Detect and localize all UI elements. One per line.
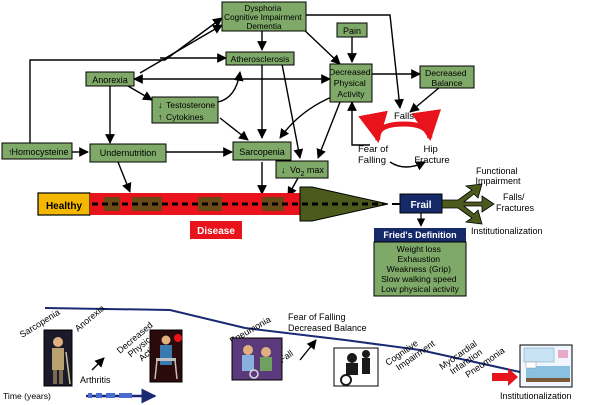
svg-text:Undernutrition: Undernutrition bbox=[100, 148, 157, 158]
falls-cycle-black-arc bbox=[389, 161, 426, 171]
frieds-title: Fried's Definition bbox=[383, 230, 456, 240]
svg-text:Testosterone Cytokines: Testosterone Cytokines bbox=[166, 100, 218, 122]
red-end-arrow bbox=[508, 368, 518, 386]
timeline: Time (years) Sarcopenia Anorexia Decreas… bbox=[3, 303, 573, 404]
old-man-icon bbox=[43, 329, 73, 387]
progression-bar: Healthy Disease Frail bbox=[37, 183, 495, 239]
svg-text:Atherosclerosis: Atherosclerosis bbox=[231, 54, 290, 64]
arrow-dpa-vo2 bbox=[316, 101, 341, 159]
arrow-dysphoria-dpa bbox=[299, 25, 341, 65]
node-undernutrition: Undernutrition bbox=[89, 143, 167, 163]
frail-label: Frail bbox=[410, 200, 431, 211]
falls-label: Falls bbox=[394, 111, 414, 122]
up-arrow-icon: ↑ bbox=[8, 147, 13, 157]
falls-cycle-red-arc bbox=[358, 109, 442, 143]
connectors bbox=[29, 14, 441, 197]
outcome-branch-arrows bbox=[441, 183, 495, 225]
arrow-anorexia-dysphoria bbox=[139, 24, 223, 74]
disease-box bbox=[190, 221, 242, 239]
functional-impairment-label: Functional Impairment bbox=[475, 166, 521, 186]
node-pain: Pain bbox=[336, 22, 368, 38]
svg-text:Homocysteine: Homocysteine bbox=[11, 147, 68, 157]
arrow-dpa-sarcopenia bbox=[279, 95, 335, 139]
tl-institutionalization: Institutionalization bbox=[500, 391, 572, 401]
node-vo2max: ↓ Vo2 max bbox=[275, 160, 329, 179]
tl-myocardial-infarction: Myocardial Infarction bbox=[437, 337, 486, 380]
healthy-label: Healthy bbox=[46, 201, 83, 212]
down-arrow-icon: ↓ bbox=[158, 100, 163, 110]
wheelchair-icon bbox=[231, 337, 283, 381]
svg-text:Sarcopenia: Sarcopenia bbox=[239, 147, 285, 157]
frieds-definition: Fried's Definition Weight loss Exhaustio… bbox=[373, 213, 467, 297]
fear-of-falling-label: Fear of Falling bbox=[358, 144, 391, 166]
disease-label: Disease bbox=[197, 226, 235, 237]
arrow-dysphoria-falls bbox=[306, 14, 404, 109]
arrow-testo-ath bbox=[217, 71, 244, 103]
down-arrow-icon: ↓ bbox=[281, 165, 286, 175]
frieds-title-box bbox=[374, 228, 466, 242]
time-axis-label: Time (years) bbox=[3, 391, 51, 401]
svg-text:Vo2 max: Vo2 max bbox=[290, 165, 324, 178]
node-dysphoria: Dysphoria Cognitive Impairment Dementia bbox=[221, 1, 307, 32]
svg-text:Pain: Pain bbox=[343, 26, 361, 36]
node-atherosclerosis: Atherosclerosis bbox=[225, 51, 295, 66]
arrow-homocysteine-dysphoria bbox=[29, 17, 223, 143]
arrow-balance-falls bbox=[409, 86, 441, 113]
frieds-list-box bbox=[373, 241, 467, 297]
falls-cycle: Falls Fear of Falling Hip Fracture bbox=[358, 109, 450, 171]
svg-text:Decreased Physical: Decreased Physical Activity bbox=[329, 67, 373, 99]
svg-text:Anorexia: Anorexia bbox=[92, 75, 128, 85]
svg-text:Dysphoria Cognitive Impa: Dysphoria Cognitive Impairment Dementia bbox=[224, 4, 304, 31]
node-anorexia: Anorexia bbox=[85, 71, 135, 87]
node-testosterone-cytokines: ↓ ↑ Testosterone Cytokines bbox=[151, 96, 219, 124]
svg-text:Decreased Balance: Decreased Balance bbox=[425, 68, 469, 88]
institutionalization-label: Institutionalization bbox=[471, 226, 543, 236]
arrow-anorexia-testo bbox=[127, 85, 153, 101]
node-sarcopenia: Sarcopenia bbox=[232, 141, 292, 161]
walker-icon bbox=[149, 329, 183, 383]
up-arrow-icon: ↑ bbox=[158, 112, 163, 122]
arrow-ath-vo2 bbox=[281, 63, 304, 159]
arrow-testo-sarcopenia bbox=[219, 117, 249, 141]
outcomes: Functional Impairment Falls/ Fractures I… bbox=[471, 166, 543, 236]
hip-fracture-label: Hip Fracture bbox=[414, 144, 449, 166]
arrow-fear-dpa bbox=[347, 101, 370, 146]
nursing-attendant-icon bbox=[333, 347, 379, 387]
tl-fear-balance: Fear of Falling Decreased Balance bbox=[288, 312, 367, 333]
node-decreased-physical-activity: Decreased Physical Activity bbox=[329, 63, 373, 103]
node-homocysteine: ↑ Homocysteine bbox=[1, 142, 73, 160]
arrow-undernutrition-bar bbox=[117, 161, 132, 193]
tl-arthritis: Arthritis bbox=[80, 375, 111, 385]
frieds-items: Weight loss Exhaustion Weakness (Grip) S… bbox=[381, 244, 460, 294]
falls-fractures-label: Falls/ Fractures bbox=[496, 192, 535, 213]
node-decreased-balance: Decreased Balance bbox=[419, 65, 475, 89]
nursing-home-bed-icon bbox=[519, 344, 573, 388]
